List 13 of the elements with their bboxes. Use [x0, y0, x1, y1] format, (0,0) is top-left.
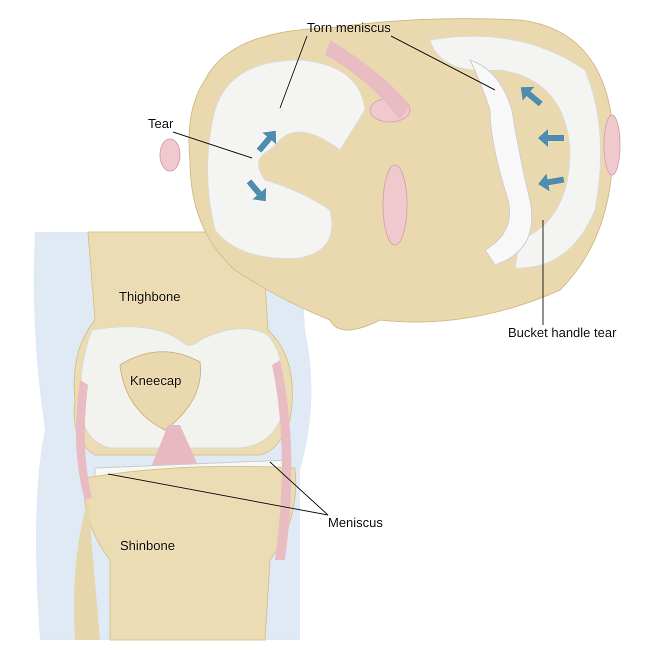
- leader-line: [390, 36, 496, 90]
- part-label: Shinbone: [120, 538, 175, 554]
- callout-label: Torn meniscus: [307, 20, 391, 36]
- callout-label: Bucket handle tear: [508, 325, 616, 341]
- callout-label: Tear: [148, 116, 174, 132]
- leader-line: [542, 220, 544, 326]
- callout-label: Meniscus: [328, 515, 383, 531]
- leader-line: [172, 132, 252, 158]
- leader-line: [280, 36, 308, 108]
- part-label: Kneecap: [130, 373, 182, 389]
- leader-line: [108, 474, 328, 516]
- part-label: Thighbone: [119, 289, 180, 305]
- leader-line: [270, 462, 328, 516]
